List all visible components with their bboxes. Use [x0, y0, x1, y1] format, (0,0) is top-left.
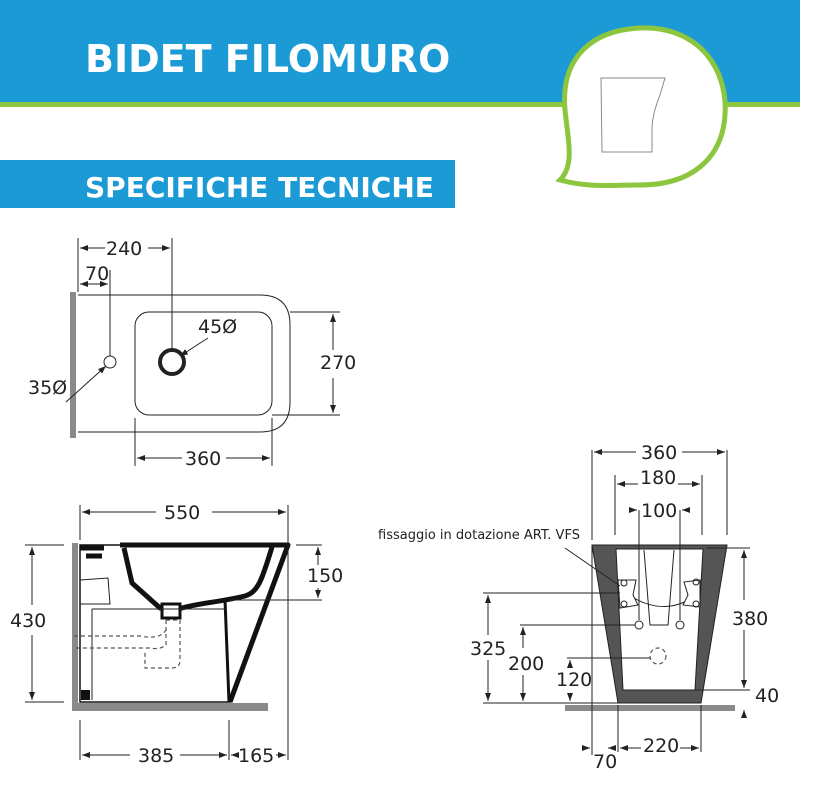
- dim-430: 430: [10, 610, 46, 632]
- fixing-bracket-left: [617, 579, 639, 609]
- siphon: [74, 619, 181, 669]
- dim-240: 240: [106, 238, 142, 260]
- dim-70-front: 70: [593, 751, 617, 773]
- basin-outline: [134, 311, 273, 416]
- dim-200: 200: [508, 653, 544, 675]
- front-view-drawing: 360 180 100 fissaggio in dotazione ART. …: [378, 442, 779, 773]
- tap-hole: [158, 348, 186, 376]
- fixing-point-icon: [634, 620, 644, 630]
- fixing-point-icon: [675, 620, 685, 630]
- dim-120: 120: [556, 669, 592, 691]
- dim-360-front: 360: [641, 442, 677, 464]
- dim-385: 385: [138, 745, 174, 767]
- header-green-line: [0, 102, 800, 107]
- bidet-front-section: [591, 544, 728, 704]
- page-title: BIDET FILOMURO: [85, 37, 450, 81]
- fixing-note: fissaggio in dotazione ART. VFS: [378, 528, 580, 543]
- dim-70: 70: [85, 263, 109, 285]
- fixing-bracket-right: [682, 578, 701, 608]
- hole-45-label: 45Ø: [198, 316, 237, 338]
- dim-380: 380: [732, 608, 768, 630]
- wall: [70, 292, 76, 438]
- dim-550: 550: [164, 502, 200, 524]
- top-view-drawing: 240 70 270 360 35Ø 45Ø: [28, 238, 356, 470]
- dim-360: 360: [185, 448, 221, 470]
- floor: [72, 703, 268, 711]
- header: BIDET FILOMURO SPECIFICHE TECNICHE: [0, 0, 800, 208]
- dim-325: 325: [470, 638, 506, 660]
- section-title: SPECIFICHE TECNICHE: [85, 171, 434, 204]
- drain-icon: [649, 647, 667, 665]
- floor: [565, 705, 735, 711]
- dim-165: 165: [238, 745, 274, 767]
- wall: [72, 543, 78, 711]
- dim-40: 40: [755, 685, 779, 707]
- dim-220: 220: [643, 735, 679, 757]
- dim-150: 150: [307, 565, 343, 587]
- dim-100: 100: [641, 500, 677, 522]
- dim-180: 180: [640, 467, 676, 489]
- hole-35-label: 35Ø: [28, 377, 67, 399]
- subtitle-band: [0, 160, 455, 208]
- dim-270: 270: [320, 352, 356, 374]
- bidet-thumbnail-icon: [600, 77, 666, 153]
- side-view-drawing: 550 430 150 385 165: [10, 502, 343, 767]
- product-bubble: [555, 25, 728, 189]
